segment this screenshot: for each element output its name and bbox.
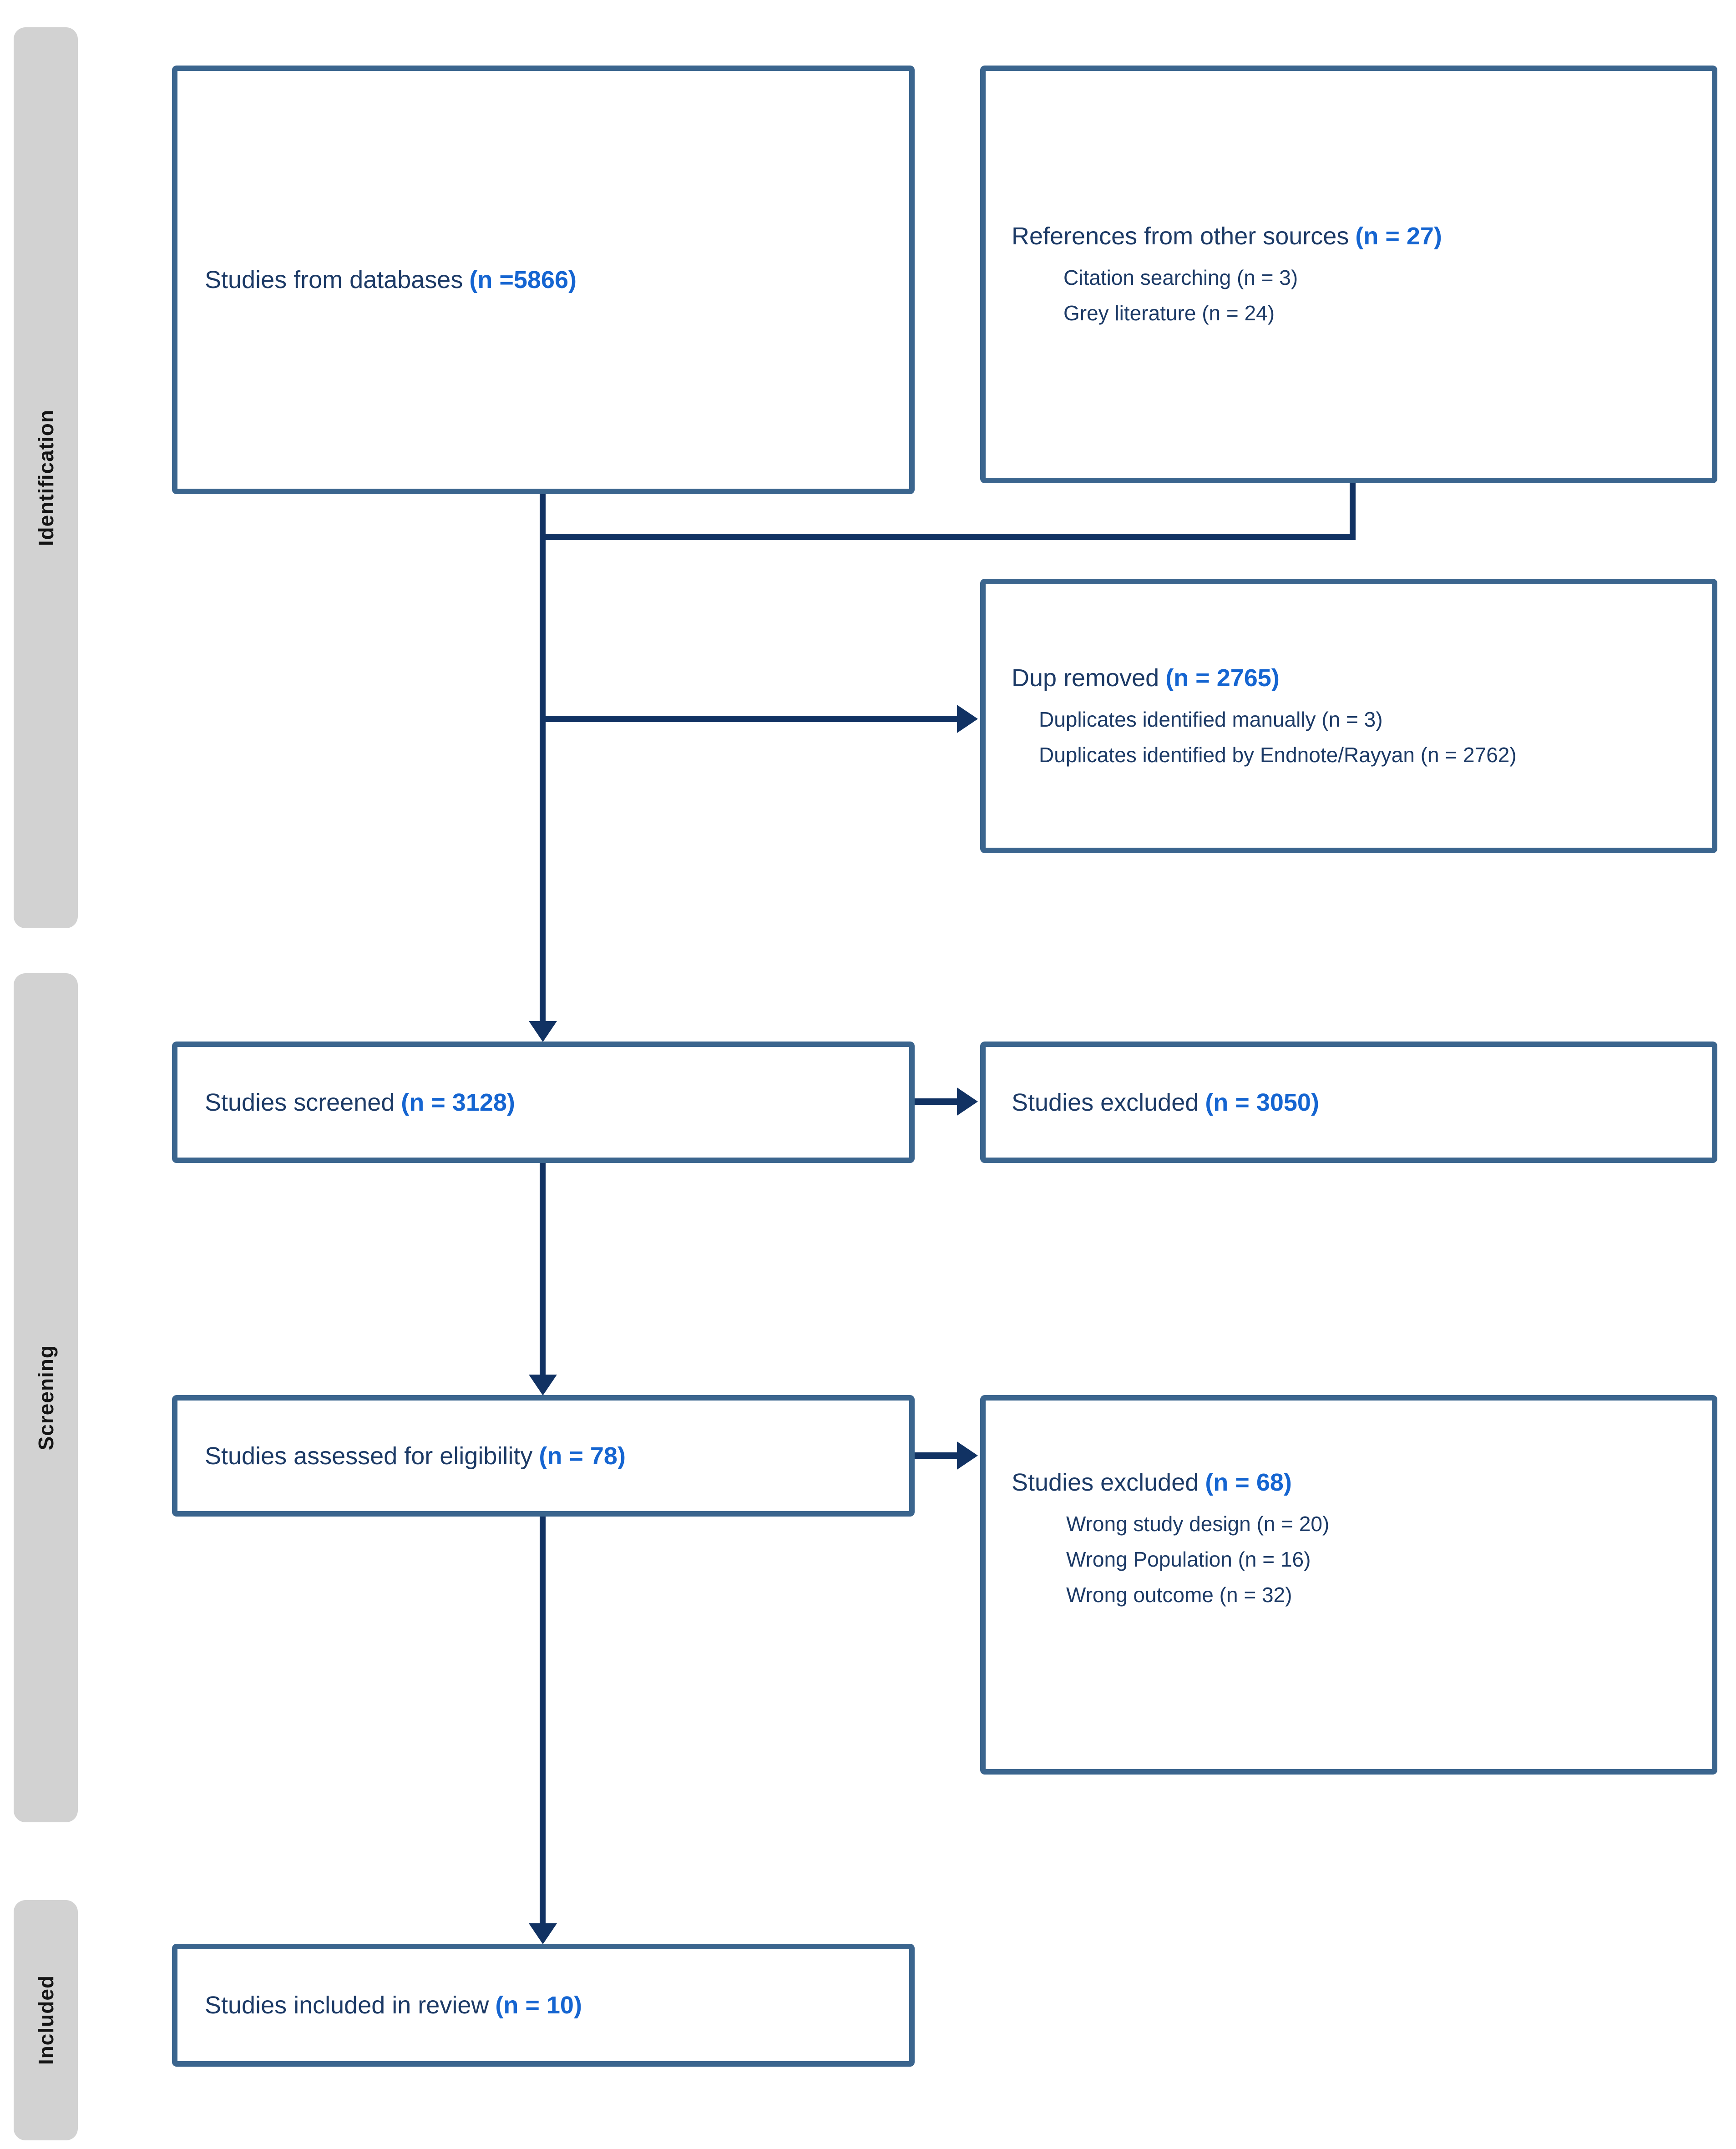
node-label: Dup removed [1012, 664, 1159, 692]
sub-item-duplicates-endnote-rayyan: Duplicates identified by Endnote/Rayyan … [1039, 743, 1517, 767]
node-label: Studies excluded [1012, 1088, 1199, 1116]
node-studies-excluded-eligibility: Studies excluded(n = 68) Wrong study des… [980, 1395, 1717, 1775]
sub-item-citation-searching: Citation searching (n = 3) [1063, 266, 1298, 289]
arrowhead-into-screened-icon [529, 1021, 557, 1042]
stage-band-included: Included [14, 1900, 78, 2140]
node-studies-screened: Studies screened(n = 3128) [172, 1042, 915, 1163]
node-studies-assessed-eligibility: Studies assessed for eligibility(n = 78) [172, 1395, 915, 1517]
node-sub-items: Citation searching (n = 3) Grey literatu… [1012, 260, 1712, 331]
node-count: (n = 10) [495, 1992, 582, 2019]
node-label: Studies assessed for eligibility [205, 1442, 533, 1470]
node-label: Studies excluded [1012, 1469, 1199, 1496]
connector-databases-to-screened [540, 494, 546, 1022]
node-count: (n = 2765) [1165, 664, 1280, 692]
node-label: Studies screened [205, 1088, 395, 1116]
sub-item-wrong-study-design: Wrong study design (n = 20) [1066, 1512, 1330, 1536]
sub-item-wrong-outcome: Wrong outcome (n = 32) [1066, 1583, 1292, 1607]
stage-band-screening: Screening [14, 973, 78, 1822]
node-count: (n = 78) [539, 1442, 626, 1470]
arrowhead-into-excluded-screening-icon [957, 1087, 978, 1116]
stage-label-included: Included [34, 1975, 58, 2065]
node-count: (n = 68) [1205, 1469, 1292, 1496]
node-studies-from-databases: Studies from databases(n =5866) [172, 66, 915, 494]
node-title: Studies excluded(n = 3050) [1012, 1084, 1712, 1121]
node-sub-items: Duplicates identified manually (n = 3) D… [1012, 702, 1712, 773]
sub-item-grey-literature: Grey literature (n = 24) [1063, 301, 1275, 325]
node-label: References from other sources [1012, 222, 1349, 250]
node-label: Studies included in review [205, 1992, 489, 2019]
arrowhead-into-included-icon [529, 1923, 557, 1944]
node-studies-excluded-screening: Studies excluded(n = 3050) [980, 1042, 1717, 1163]
connector-screened-to-excluded [915, 1098, 959, 1105]
node-sub-items: Wrong study design (n = 20) Wrong Popula… [1012, 1506, 1712, 1613]
connector-assessed-to-included [540, 1517, 546, 1925]
connector-assessed-to-excluded [915, 1452, 959, 1459]
node-title: References from other sources(n = 27) [1012, 218, 1712, 254]
connector-other-sources-stub [1350, 483, 1356, 540]
node-count: (n = 3050) [1205, 1088, 1319, 1116]
sub-item-duplicates-manual: Duplicates identified manually (n = 3) [1039, 707, 1383, 731]
node-title: Studies from databases(n =5866) [205, 262, 909, 298]
node-title: Studies screened(n = 3128) [205, 1084, 909, 1121]
node-title: Studies excluded(n = 68) [1012, 1464, 1712, 1501]
connector-screened-to-assessed [540, 1163, 546, 1377]
node-title: Studies included in review(n = 10) [205, 1987, 909, 2023]
node-title: Studies assessed for eligibility(n = 78) [205, 1438, 909, 1474]
stage-band-identification: Identification [14, 27, 78, 928]
node-title: Dup removed(n = 2765) [1012, 660, 1712, 696]
node-label: Studies from databases [205, 266, 463, 293]
connector-merge-junction [540, 534, 1356, 540]
stage-label-identification: Identification [34, 409, 58, 546]
arrowhead-into-duplicates-icon [957, 705, 978, 733]
sub-item-wrong-population: Wrong Population (n = 16) [1066, 1547, 1311, 1571]
stage-label-screening: Screening [34, 1345, 58, 1451]
node-references-other-sources: References from other sources(n = 27) Ci… [980, 66, 1717, 483]
node-studies-included-review: Studies included in review(n = 10) [172, 1944, 915, 2067]
arrowhead-into-assessed-icon [529, 1375, 557, 1396]
arrowhead-into-excluded-eligibility-icon [957, 1441, 978, 1470]
node-duplicates-removed: Dup removed(n = 2765) Duplicates identif… [980, 579, 1717, 853]
node-count: (n = 3128) [401, 1088, 515, 1116]
connector-to-duplicates [542, 716, 962, 722]
node-count: (n = 27) [1355, 222, 1442, 250]
node-count: (n =5866) [469, 266, 577, 293]
